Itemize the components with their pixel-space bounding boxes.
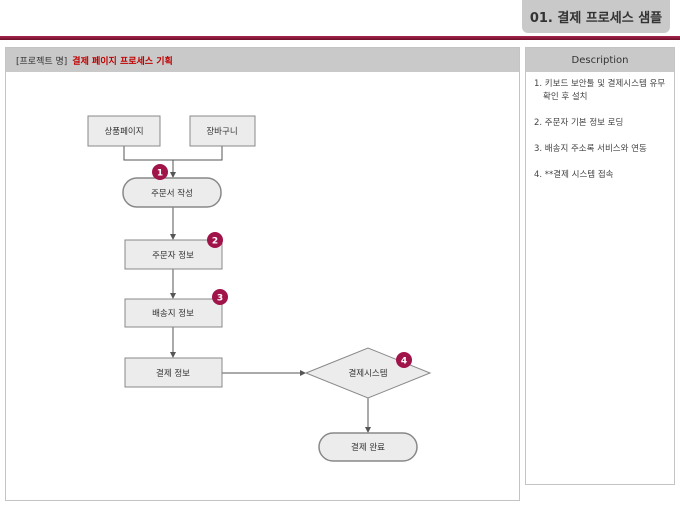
project-name: 결제 페이지 프로세스 기획	[72, 56, 173, 67]
cart-box	[189, 115, 256, 147]
product-page-box	[87, 115, 161, 147]
cart-label: 장바구니	[206, 126, 237, 137]
step-badge-number: 3	[217, 294, 223, 304]
orderer-info-box	[124, 239, 223, 270]
step-badge	[152, 164, 168, 180]
step-badge-number: 2	[212, 237, 218, 247]
order-form-pill	[122, 177, 222, 208]
header-divider	[0, 36, 680, 40]
description-title: Description	[526, 48, 674, 72]
payment-done-pill	[318, 432, 418, 462]
project-header: [프로젝트 명] 결제 페이지 프로세스 기획	[6, 48, 519, 72]
payment-info-label: 결제 정보	[156, 368, 190, 379]
product-page-label: 상품페이지	[104, 126, 143, 137]
connector-line	[123, 146, 223, 161]
payment-done-label: 결제 완료	[351, 442, 385, 453]
description-panel: Description 1. 키보드 보안툴 및 결제시스템 유무 확인 후 설…	[525, 47, 675, 485]
step-badge	[396, 352, 412, 368]
description-item: 1. 키보드 보안툴 및 결제시스템 유무 확인 후 설치	[534, 79, 666, 102]
orderer-info-label: 주문자 정보	[152, 250, 194, 261]
step-badge-number: 1	[157, 169, 163, 179]
step-badge	[212, 289, 228, 305]
step-badge-number: 4	[401, 357, 407, 367]
description-item: 3. 배송지 주소록 서비스와 연동	[534, 144, 647, 154]
shipping-info-box	[124, 298, 223, 328]
description-item: 2. 주문자 기본 정보 로딩	[534, 118, 624, 128]
page-title-tab: 01. 결제 프로세스 샘플	[522, 0, 670, 33]
description-item: 4. **결제 시스템 접속	[534, 170, 614, 180]
step-badge	[207, 232, 223, 248]
project-label: [프로젝트 명]	[16, 56, 68, 67]
order-form-label: 주문서 작성	[151, 188, 193, 199]
payment-system-label: 결제시스템	[348, 368, 387, 379]
shipping-info-label: 배송지 정보	[152, 308, 194, 319]
payment-info-box	[124, 357, 223, 388]
